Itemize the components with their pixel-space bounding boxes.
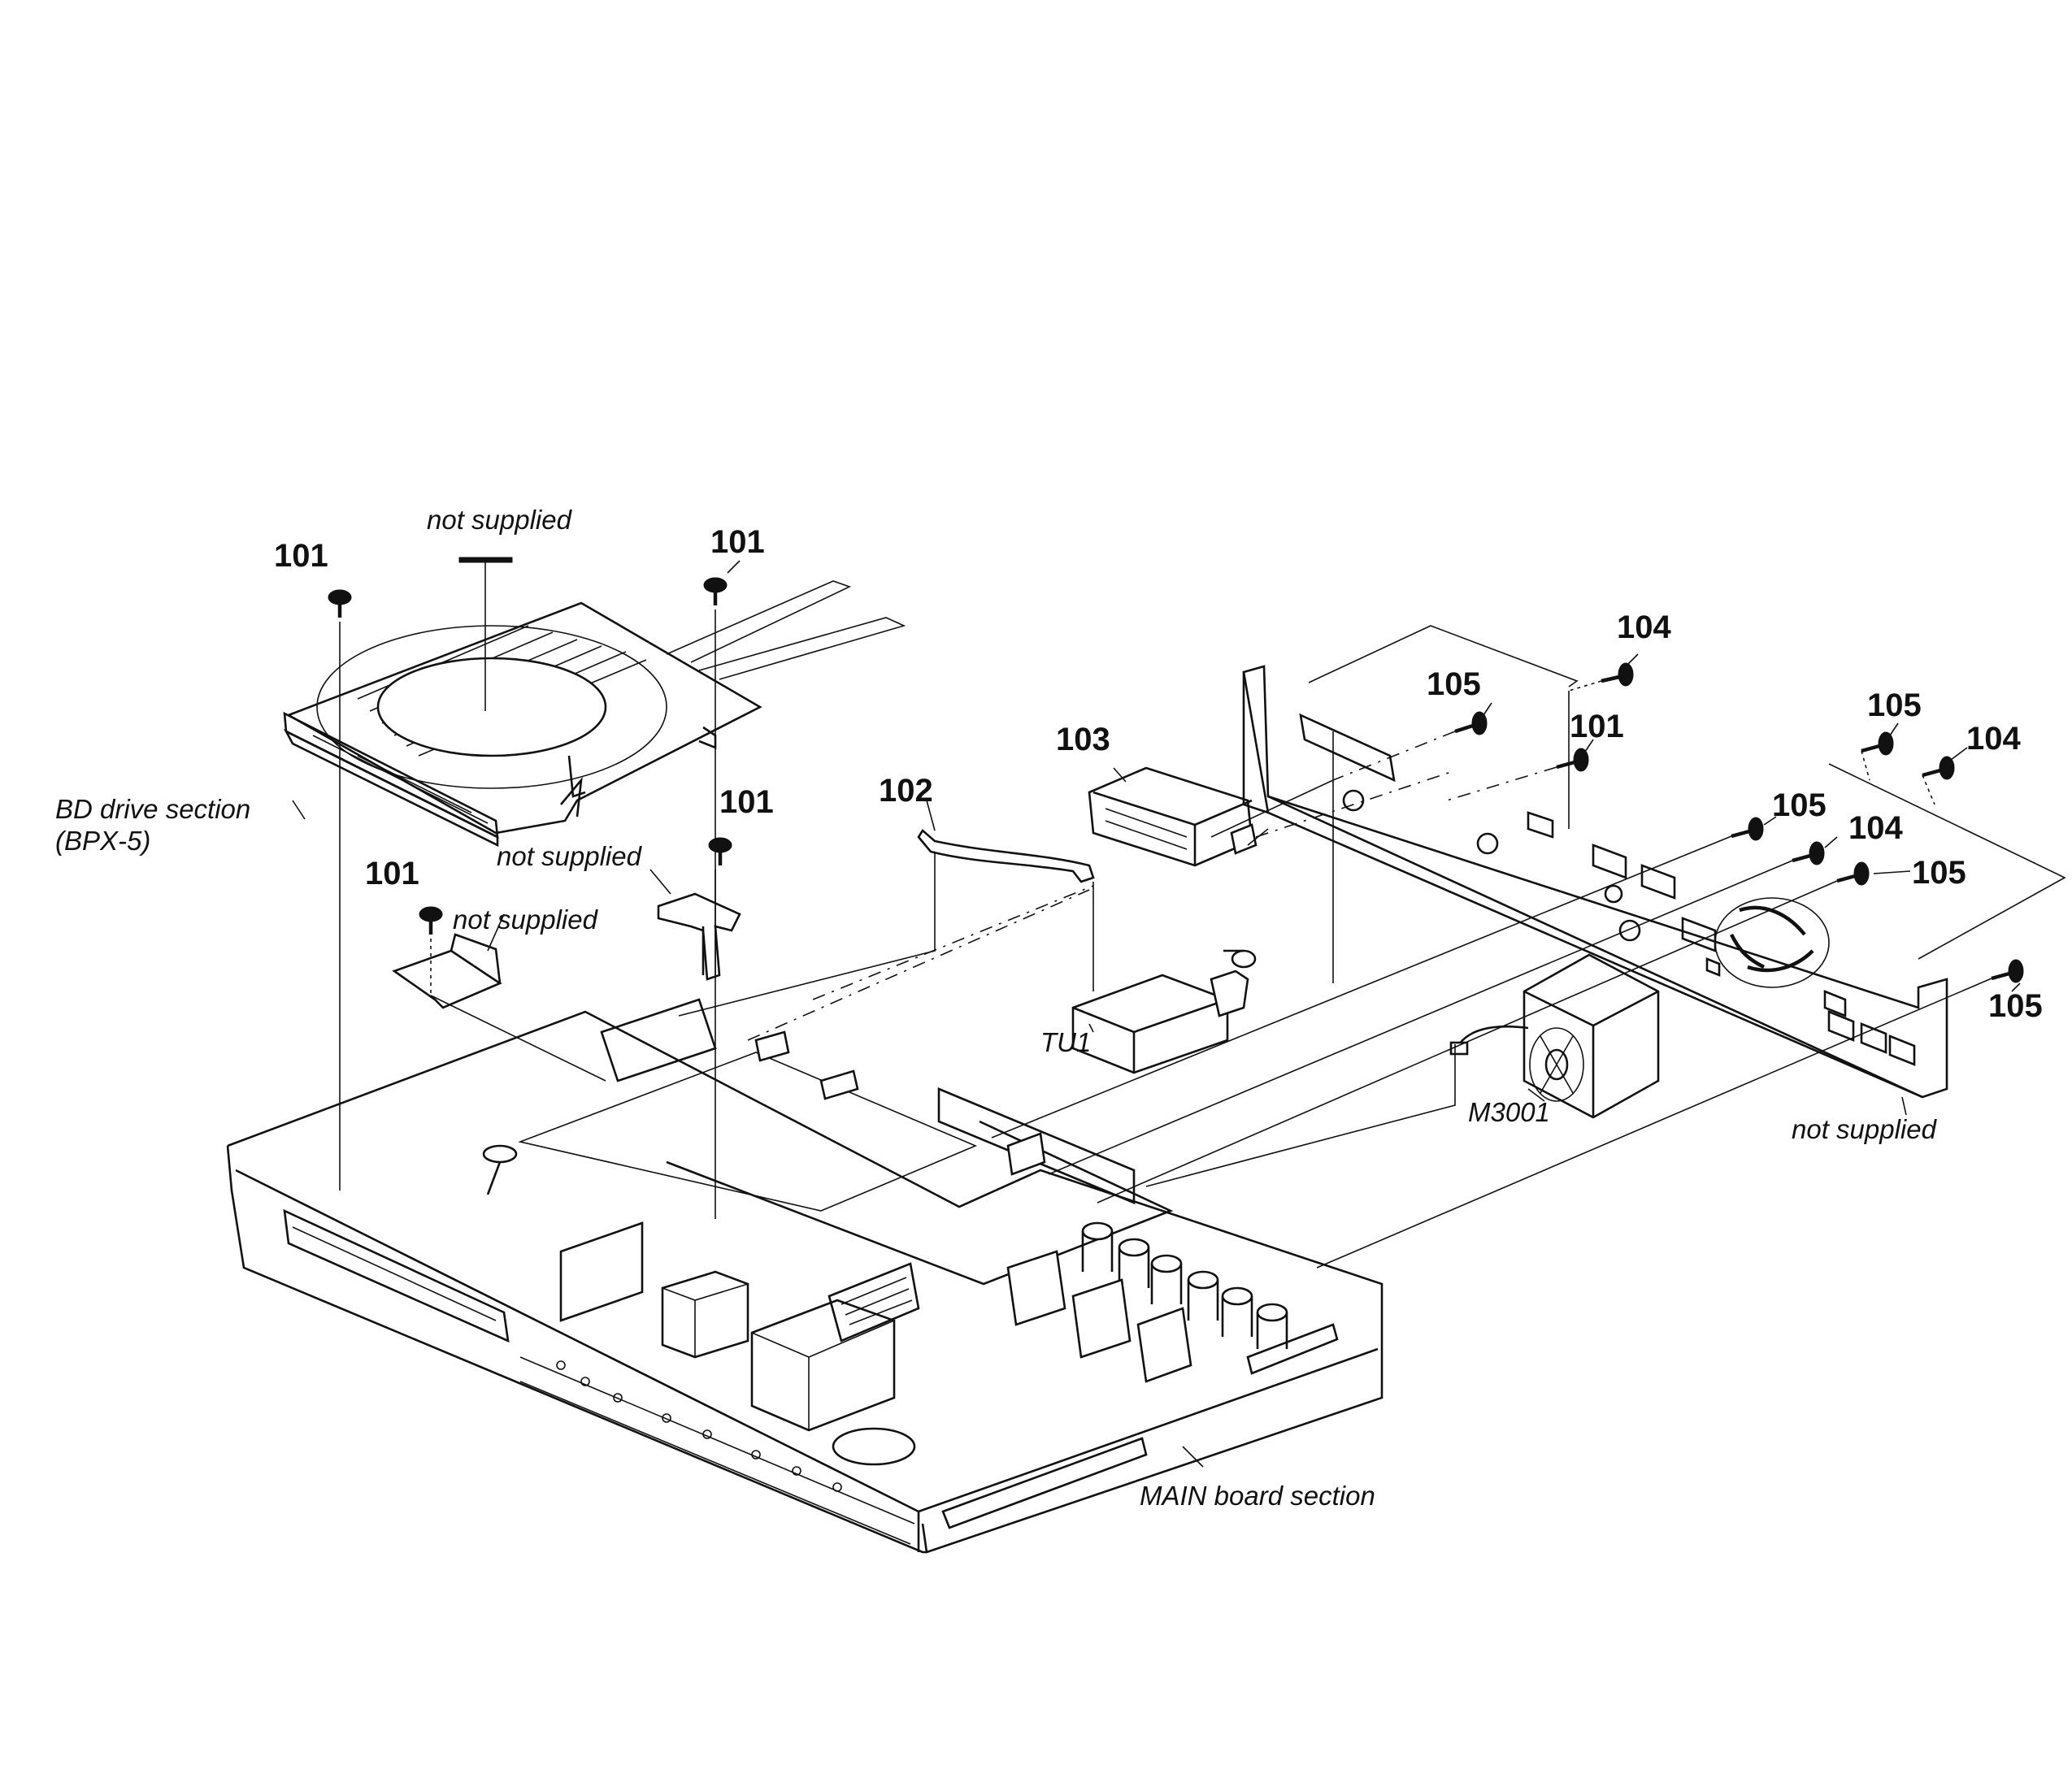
part-102: 102 [879, 773, 933, 809]
rear-panel [1242, 625, 1948, 1099]
part-104-right: 104 [1966, 721, 2021, 757]
description-labels: not supplied not supplied not supplied n… [55, 505, 1938, 1511]
part-103: 103 [1056, 722, 1110, 757]
part-105-bottom: 105 [1988, 988, 2043, 1024]
label-not-supplied-top: not supplied [427, 505, 573, 535]
part-101-support: 101 [719, 784, 774, 820]
label-tuner: TU1 [1040, 1027, 1091, 1057]
tuner-tu1 [1071, 949, 1257, 1074]
bd-drive-section [283, 580, 906, 848]
part-105-mid: 105 [1772, 787, 1827, 823]
capacitors [1081, 1221, 1288, 1349]
support-bracket [657, 892, 741, 981]
part-105-lower: 105 [1912, 855, 1966, 891]
part-101-shield: 101 [365, 856, 419, 891]
shield-bracket [392, 933, 502, 1009]
screws [328, 577, 2024, 983]
fan-m3001 [1449, 953, 1660, 1119]
cable-102 [917, 829, 1095, 883]
part-101-rear: 101 [1570, 709, 1624, 744]
label-not-supplied-support: not supplied [497, 841, 643, 871]
label-not-supplied-shield: not supplied [453, 904, 599, 935]
assembly-guide-lines [339, 609, 2066, 1269]
part-number-labels: 101 101 101 101 101 102 103 104 104 104 … [274, 524, 2043, 1024]
label-main-board-section: MAIN board section [1140, 1481, 1375, 1511]
label-not-supplied-rear-panel: not supplied [1792, 1114, 1938, 1144]
part-101-bd-right: 101 [710, 524, 765, 560]
part-105-top: 105 [1427, 666, 1481, 702]
label-fan: M3001 [1468, 1097, 1550, 1127]
part-105-right: 105 [1867, 687, 1922, 723]
part-104-top: 104 [1617, 609, 1671, 645]
label-bd-drive-section: BD drive section [55, 794, 250, 824]
holder-103 [1088, 766, 1258, 867]
part-104-mid: 104 [1848, 810, 1903, 846]
part-101-bd-left: 101 [274, 538, 328, 574]
main-board-chassis [226, 998, 1384, 1554]
label-bd-drive-model: (BPX-5) [55, 826, 150, 856]
label-tab-marker [458, 557, 513, 563]
leader-lines [292, 560, 2021, 1468]
